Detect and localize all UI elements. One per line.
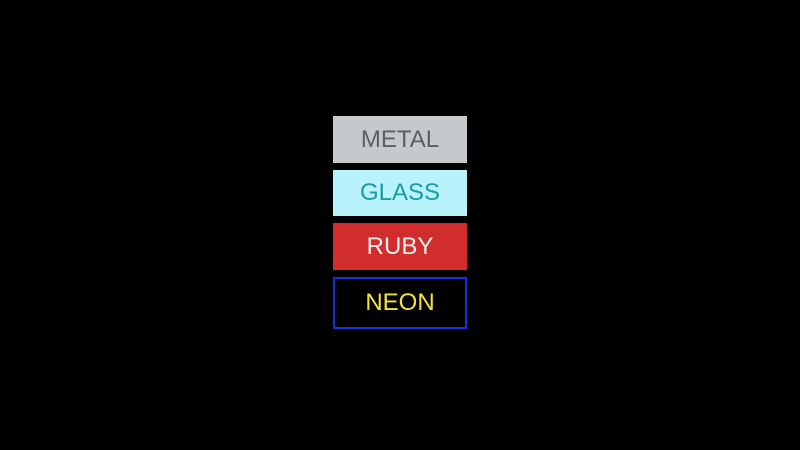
- neon-button-label: NEON: [365, 289, 435, 316]
- ruby-button[interactable]: RUBY: [333, 223, 467, 270]
- glass-button[interactable]: GLASS: [333, 170, 467, 216]
- neon-button[interactable]: NEON: [333, 277, 467, 329]
- button-stack: METAL GLASS RUBY NEON: [333, 116, 467, 329]
- glass-button-label: GLASS: [359, 179, 441, 206]
- metal-button-label: METAL: [360, 125, 440, 153]
- metal-button[interactable]: METAL: [333, 116, 467, 163]
- ruby-button-label: RUBY: [366, 232, 434, 260]
